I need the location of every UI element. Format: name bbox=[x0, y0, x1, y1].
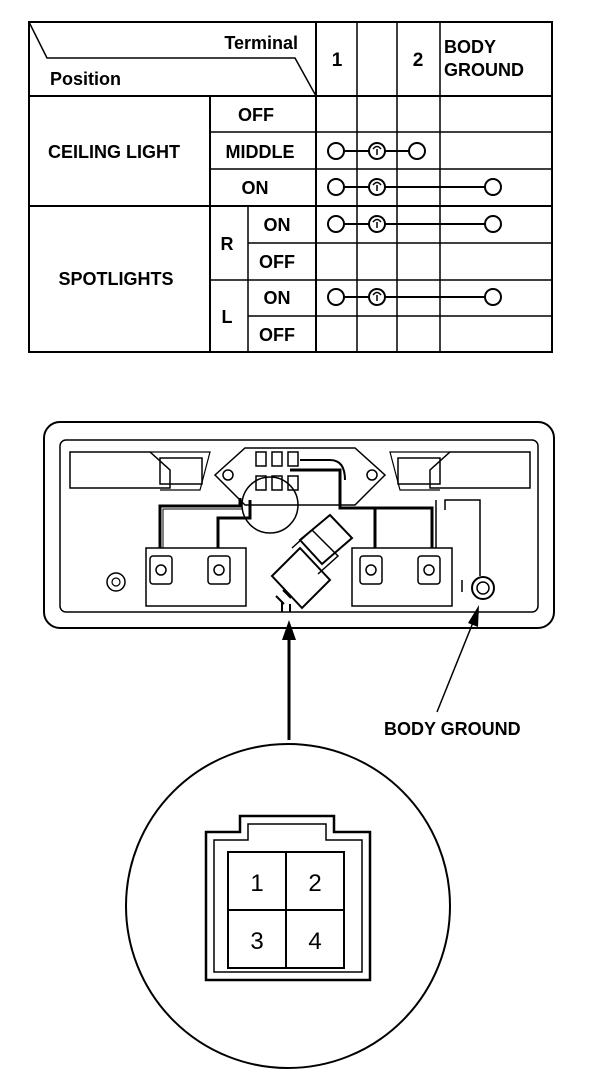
pin-2: 2 bbox=[308, 870, 321, 897]
body-ground-label: BODY GROUND bbox=[384, 719, 521, 739]
pin-1: 1 bbox=[250, 870, 263, 897]
header-position: Position bbox=[50, 69, 121, 89]
pin-4: 4 bbox=[308, 928, 321, 955]
assembly-housing bbox=[43, 421, 555, 629]
header-terminal: Terminal bbox=[224, 33, 298, 53]
group-spotlights: SPOTLIGHTS bbox=[58, 269, 173, 289]
harness-connector bbox=[270, 513, 354, 612]
mounting-hole bbox=[106, 572, 126, 592]
continuity-ceiling-middle bbox=[327, 142, 426, 160]
left-socket-bay bbox=[145, 547, 247, 607]
header-diagonal bbox=[28, 21, 317, 97]
body-ground-arrow bbox=[436, 605, 479, 713]
row-spot-l-off: OFF bbox=[259, 325, 295, 345]
light-assembly bbox=[43, 421, 555, 629]
group-ceiling-light: CEILING LIGHT bbox=[48, 142, 180, 162]
left-lens bbox=[69, 451, 171, 489]
right-socket-bay bbox=[351, 547, 453, 607]
connector-face bbox=[204, 814, 372, 982]
continuity-ceiling-on bbox=[327, 178, 502, 196]
row-ceiling-middle: MIDDLE bbox=[226, 142, 295, 162]
row-spot-r-on: ON bbox=[264, 215, 291, 235]
side-r: R bbox=[221, 234, 234, 254]
right-lens bbox=[429, 451, 531, 489]
switch-plate bbox=[213, 447, 387, 506]
body-ground-terminal bbox=[471, 576, 495, 600]
side-l: L bbox=[222, 307, 233, 327]
row-spot-r-off: OFF bbox=[259, 252, 295, 272]
connector-detail-circle bbox=[125, 743, 451, 1069]
header-body-ground-line2: GROUND bbox=[444, 60, 524, 80]
pin-3: 3 bbox=[250, 928, 263, 955]
table-border bbox=[28, 21, 553, 353]
header-terminal-2: 2 bbox=[413, 50, 424, 71]
row-ceiling-off: OFF bbox=[238, 105, 274, 125]
continuity-spot-l-on bbox=[327, 288, 502, 306]
header-body-ground-line1: BODY bbox=[444, 37, 496, 57]
row-spot-l-on: ON bbox=[264, 288, 291, 308]
continuity-spot-r-on bbox=[327, 215, 502, 233]
row-ceiling-on: ON bbox=[242, 178, 269, 198]
connector-arrow bbox=[282, 620, 296, 740]
header-terminal-1: 1 bbox=[332, 50, 343, 71]
